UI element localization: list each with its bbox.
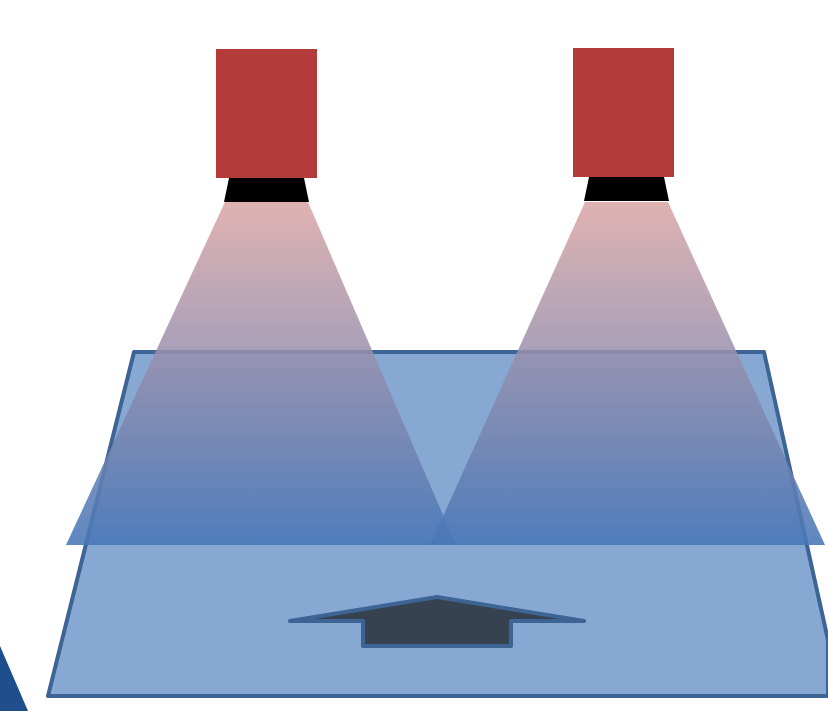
camera-left [216,49,317,202]
camera-right-lens [584,177,669,201]
triangle-icon [0,646,28,711]
up-arrow-icon [288,595,586,648]
view-cone-right [430,202,825,545]
camera-right [573,48,674,201]
camera-left-lens [224,178,309,202]
view-cone-left [66,202,456,545]
camera-right-body [573,48,674,177]
camera-left-body [216,49,317,178]
